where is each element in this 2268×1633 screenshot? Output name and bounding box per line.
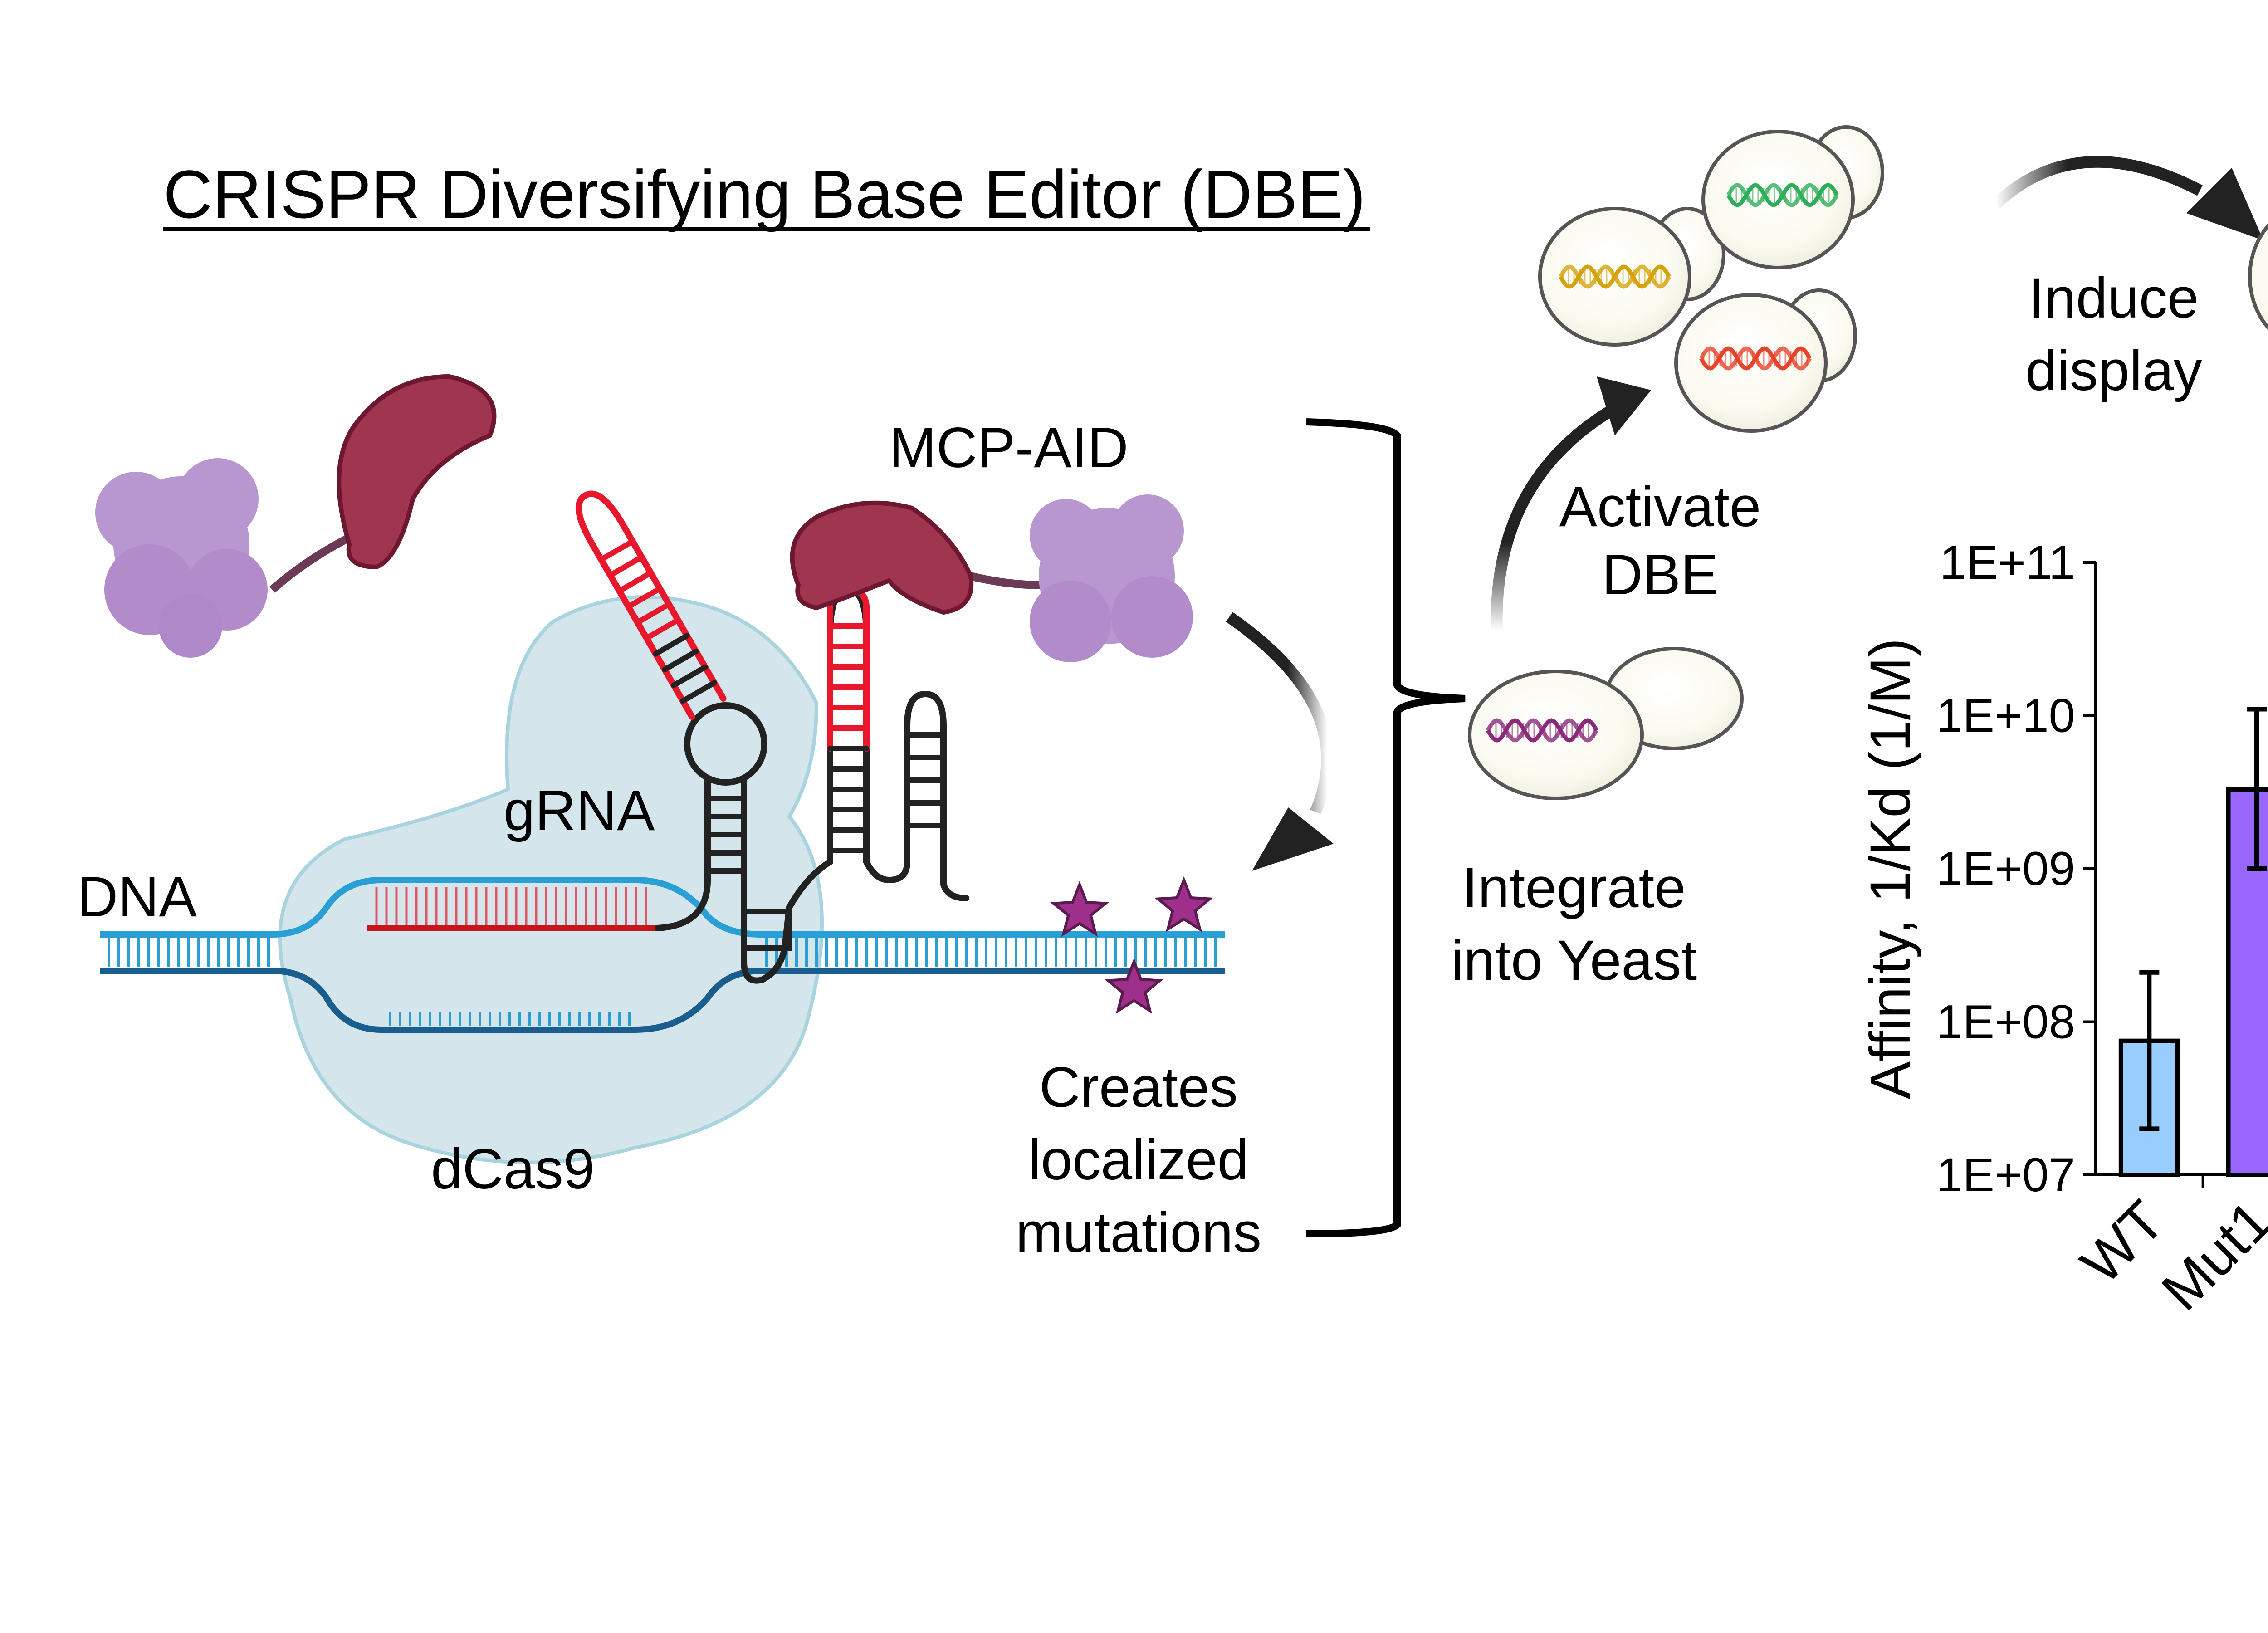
label-grna: gRNA bbox=[503, 779, 655, 842]
display-yeast-group bbox=[2248, 223, 2268, 330]
label-mcp-aid: MCP-AID bbox=[889, 416, 1129, 479]
label-dcas9: dCas9 bbox=[431, 1138, 595, 1201]
label-activate-2: DBE bbox=[1602, 543, 1718, 606]
mutation-stars bbox=[1050, 876, 1213, 1014]
y-tick-label: 1E+08 bbox=[1936, 996, 2075, 1049]
dna-icon bbox=[1699, 346, 1812, 371]
y-tick-label: 1E+07 bbox=[1936, 1149, 2075, 1202]
label-integrate-2: into Yeast bbox=[1451, 929, 1697, 992]
linker bbox=[269, 531, 356, 593]
label-induce-2: display bbox=[2025, 339, 2202, 402]
dna-icon bbox=[1726, 183, 1839, 207]
y-axis-title: Affinity, 1/Kd (1/M) bbox=[1859, 638, 1922, 1100]
dna-icon bbox=[1559, 264, 1671, 289]
label-activate-1: Activate bbox=[1559, 475, 1761, 538]
y-tick-label: 1E+11 bbox=[1940, 536, 2075, 589]
mcp-protein-icon bbox=[1030, 494, 1193, 662]
bar-mut1 bbox=[2226, 787, 2268, 1178]
arrow-activate bbox=[1491, 376, 1651, 631]
displaying-yeast-cell bbox=[2248, 223, 2268, 330]
bracket bbox=[1306, 418, 1466, 1237]
label-creates-3: mutations bbox=[1016, 1201, 1261, 1264]
mutation-star-icon bbox=[1105, 958, 1163, 1014]
dna-icon bbox=[1486, 718, 1598, 743]
grna-spacer bbox=[367, 925, 658, 931]
mcp-protein-icon bbox=[95, 458, 268, 658]
mutation-star-icon bbox=[1050, 880, 1109, 937]
curved-arrow-to-mutations bbox=[1226, 612, 1334, 871]
diversified-yeast-cell bbox=[1701, 125, 1884, 269]
y-tick-label: 1E+09 bbox=[1936, 842, 2075, 895]
label-induce-1: Induce bbox=[2028, 267, 2199, 330]
mutation-star-icon bbox=[1154, 876, 1213, 933]
free-mcp-aid bbox=[95, 374, 497, 658]
label-integrate-1: Integrate bbox=[1462, 856, 1686, 919]
aid-protein-icon bbox=[790, 500, 974, 615]
title-underline bbox=[163, 227, 1370, 231]
label-creates-1: Creates bbox=[1039, 1056, 1238, 1119]
aid-protein-icon bbox=[337, 374, 497, 570]
dna-double-helix bbox=[100, 877, 1225, 1033]
figure-title: CRISPR Diversifying Base Editor (DBE) bbox=[163, 156, 1366, 232]
diversified-yeast-cell bbox=[1538, 207, 1725, 347]
grna-scaffold bbox=[575, 490, 969, 984]
y-tick-label: 1E+10 bbox=[1936, 689, 2075, 743]
diversified-yeast-cell bbox=[1674, 288, 1857, 433]
integrated-yeast-cell bbox=[1468, 647, 1744, 800]
label-creates-2: localized bbox=[1028, 1129, 1249, 1192]
dna-base-pairs bbox=[108, 938, 1217, 1026]
label-dna: DNA bbox=[77, 865, 197, 929]
x-tick-label: Mut1 bbox=[2150, 1189, 2268, 1323]
spacer-base-pairs bbox=[375, 887, 647, 925]
bound-mcp-aid bbox=[790, 494, 1193, 662]
arrow-induce-display bbox=[1992, 156, 2263, 240]
